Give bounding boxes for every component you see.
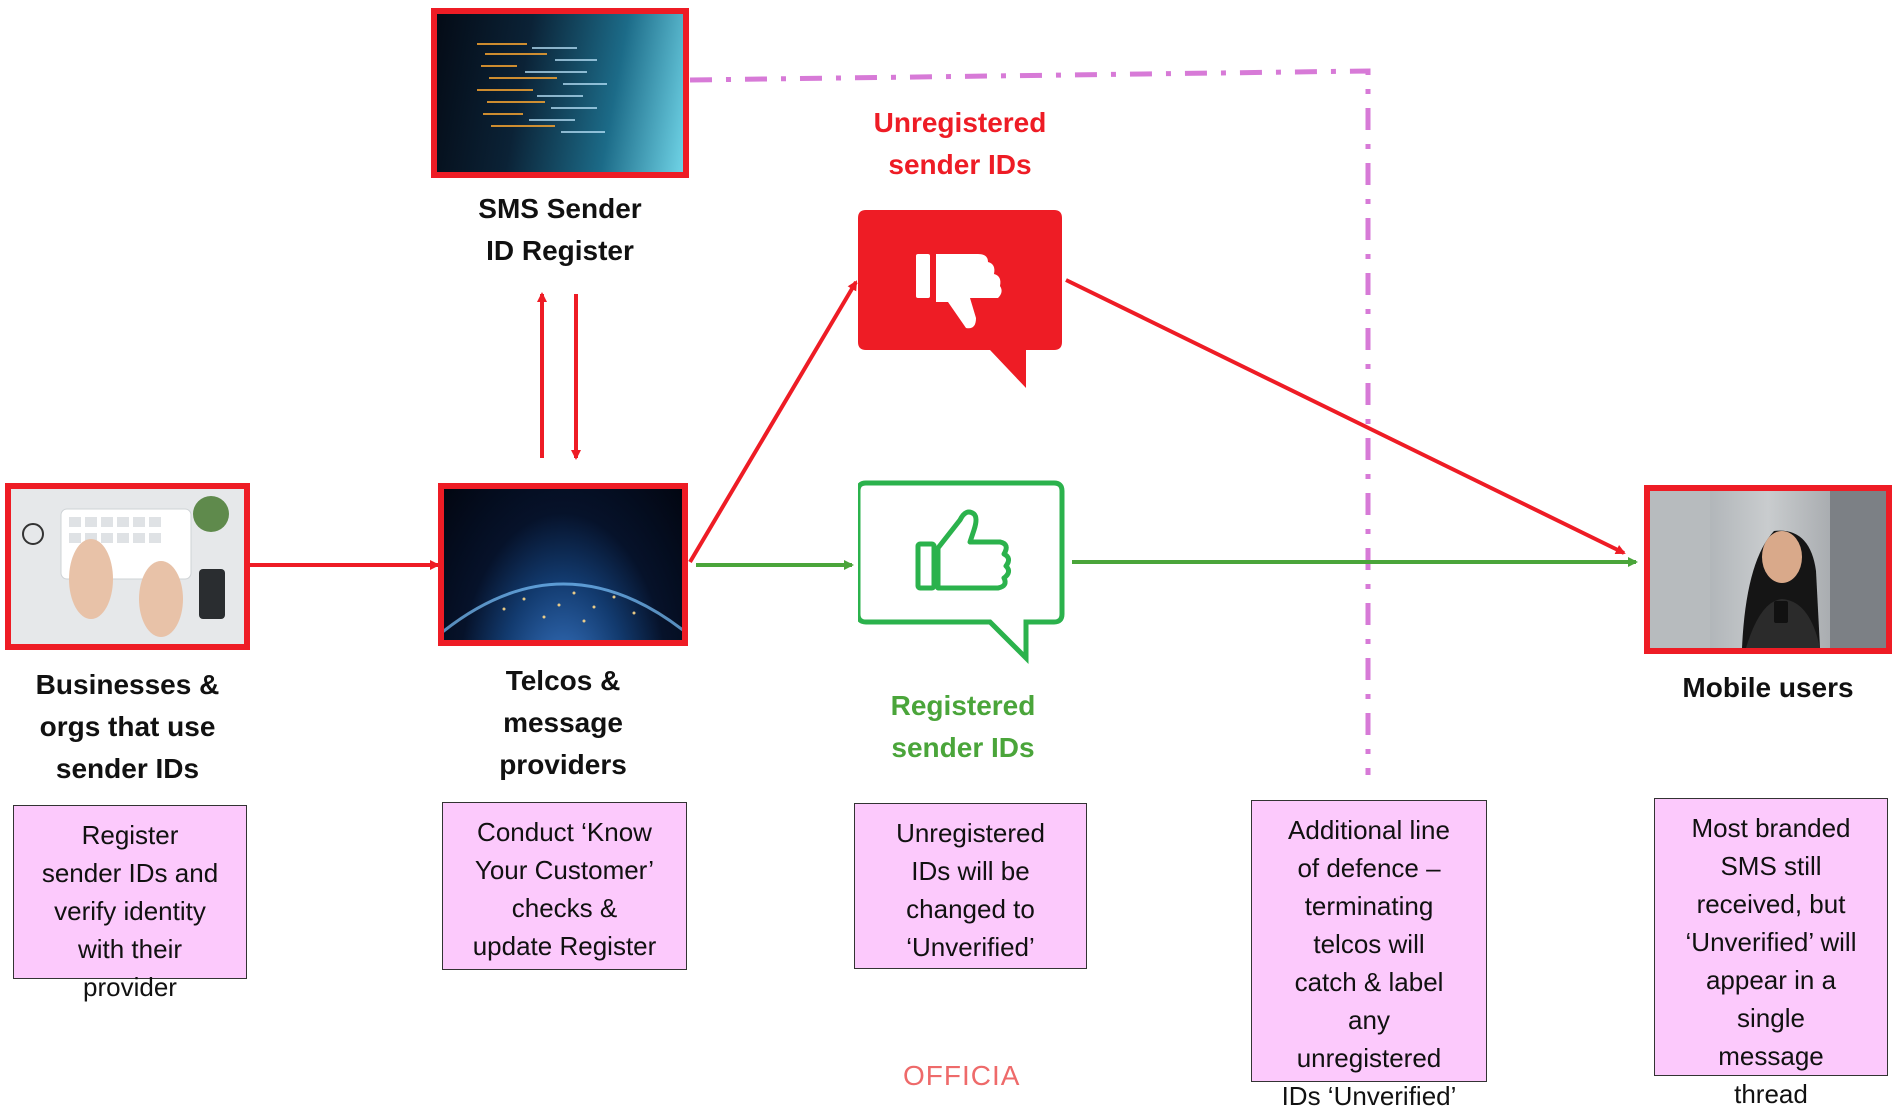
woman-phone-image <box>1644 485 1892 654</box>
register-label: SMS Sender ID Register <box>478 193 642 266</box>
businesses-label: Businesses & orgs that use sender IDs <box>35 669 220 784</box>
globe-network-image <box>438 483 688 646</box>
unregistered-label: Unregistered sender IDs <box>873 107 1047 180</box>
unregistered-bubble <box>858 210 1062 388</box>
thumbs-up-icon <box>915 509 1012 591</box>
defence-line <box>689 68 1371 775</box>
arrow-telcos-to-unregistered <box>688 280 858 564</box>
registered-bubble <box>858 480 1065 665</box>
thumbs-down-icon <box>916 254 1002 329</box>
mobile-label: Mobile users <box>1682 672 1854 703</box>
registered-label: Registered sender IDs <box>890 690 1036 763</box>
telcos-label: Telcos & message providers <box>499 665 627 780</box>
code-screen-image <box>431 8 689 178</box>
keyboard-desk-image <box>5 483 250 650</box>
classification-footer: OFFICIA <box>903 1060 1021 1091</box>
arrow-unregistered-to-mobile <box>1065 278 1626 555</box>
